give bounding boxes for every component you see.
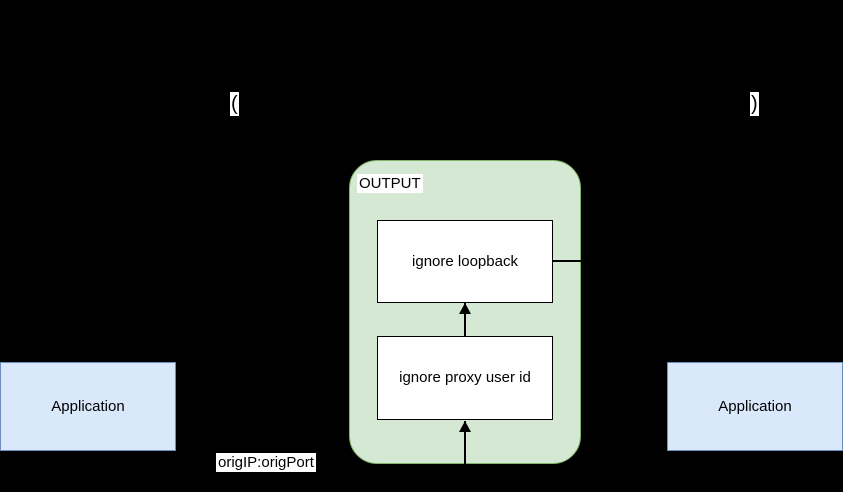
edge-label-paren-close: ) — [750, 92, 759, 116]
application-node-left-label: Application — [51, 397, 125, 415]
edge-inbound-bottom — [464, 421, 466, 492]
output-chain-label: OUTPUT — [357, 174, 423, 193]
rule-node-ignore-proxy-user-id-label: ignore proxy user id — [399, 369, 531, 386]
application-node-left[interactable]: Application — [0, 362, 176, 451]
application-node-right-label: Application — [718, 397, 792, 415]
rule-node-ignore-loopback[interactable]: ignore loopback — [377, 220, 553, 303]
edge-proxyuid-to-loopback — [464, 303, 466, 336]
rule-node-ignore-loopback-label: ignore loopback — [412, 252, 518, 270]
arrowhead-up-icon — [459, 421, 471, 432]
application-node-right[interactable]: Application — [667, 362, 843, 451]
edge-loopback-outbound — [553, 260, 600, 262]
edge-label-orig-address: origIP:origPort — [216, 453, 316, 472]
edge-label-paren-open: ( — [230, 92, 239, 116]
rule-node-ignore-proxy-user-id[interactable]: ignore proxy user id — [377, 336, 553, 420]
arrowhead-up-icon — [459, 303, 471, 314]
